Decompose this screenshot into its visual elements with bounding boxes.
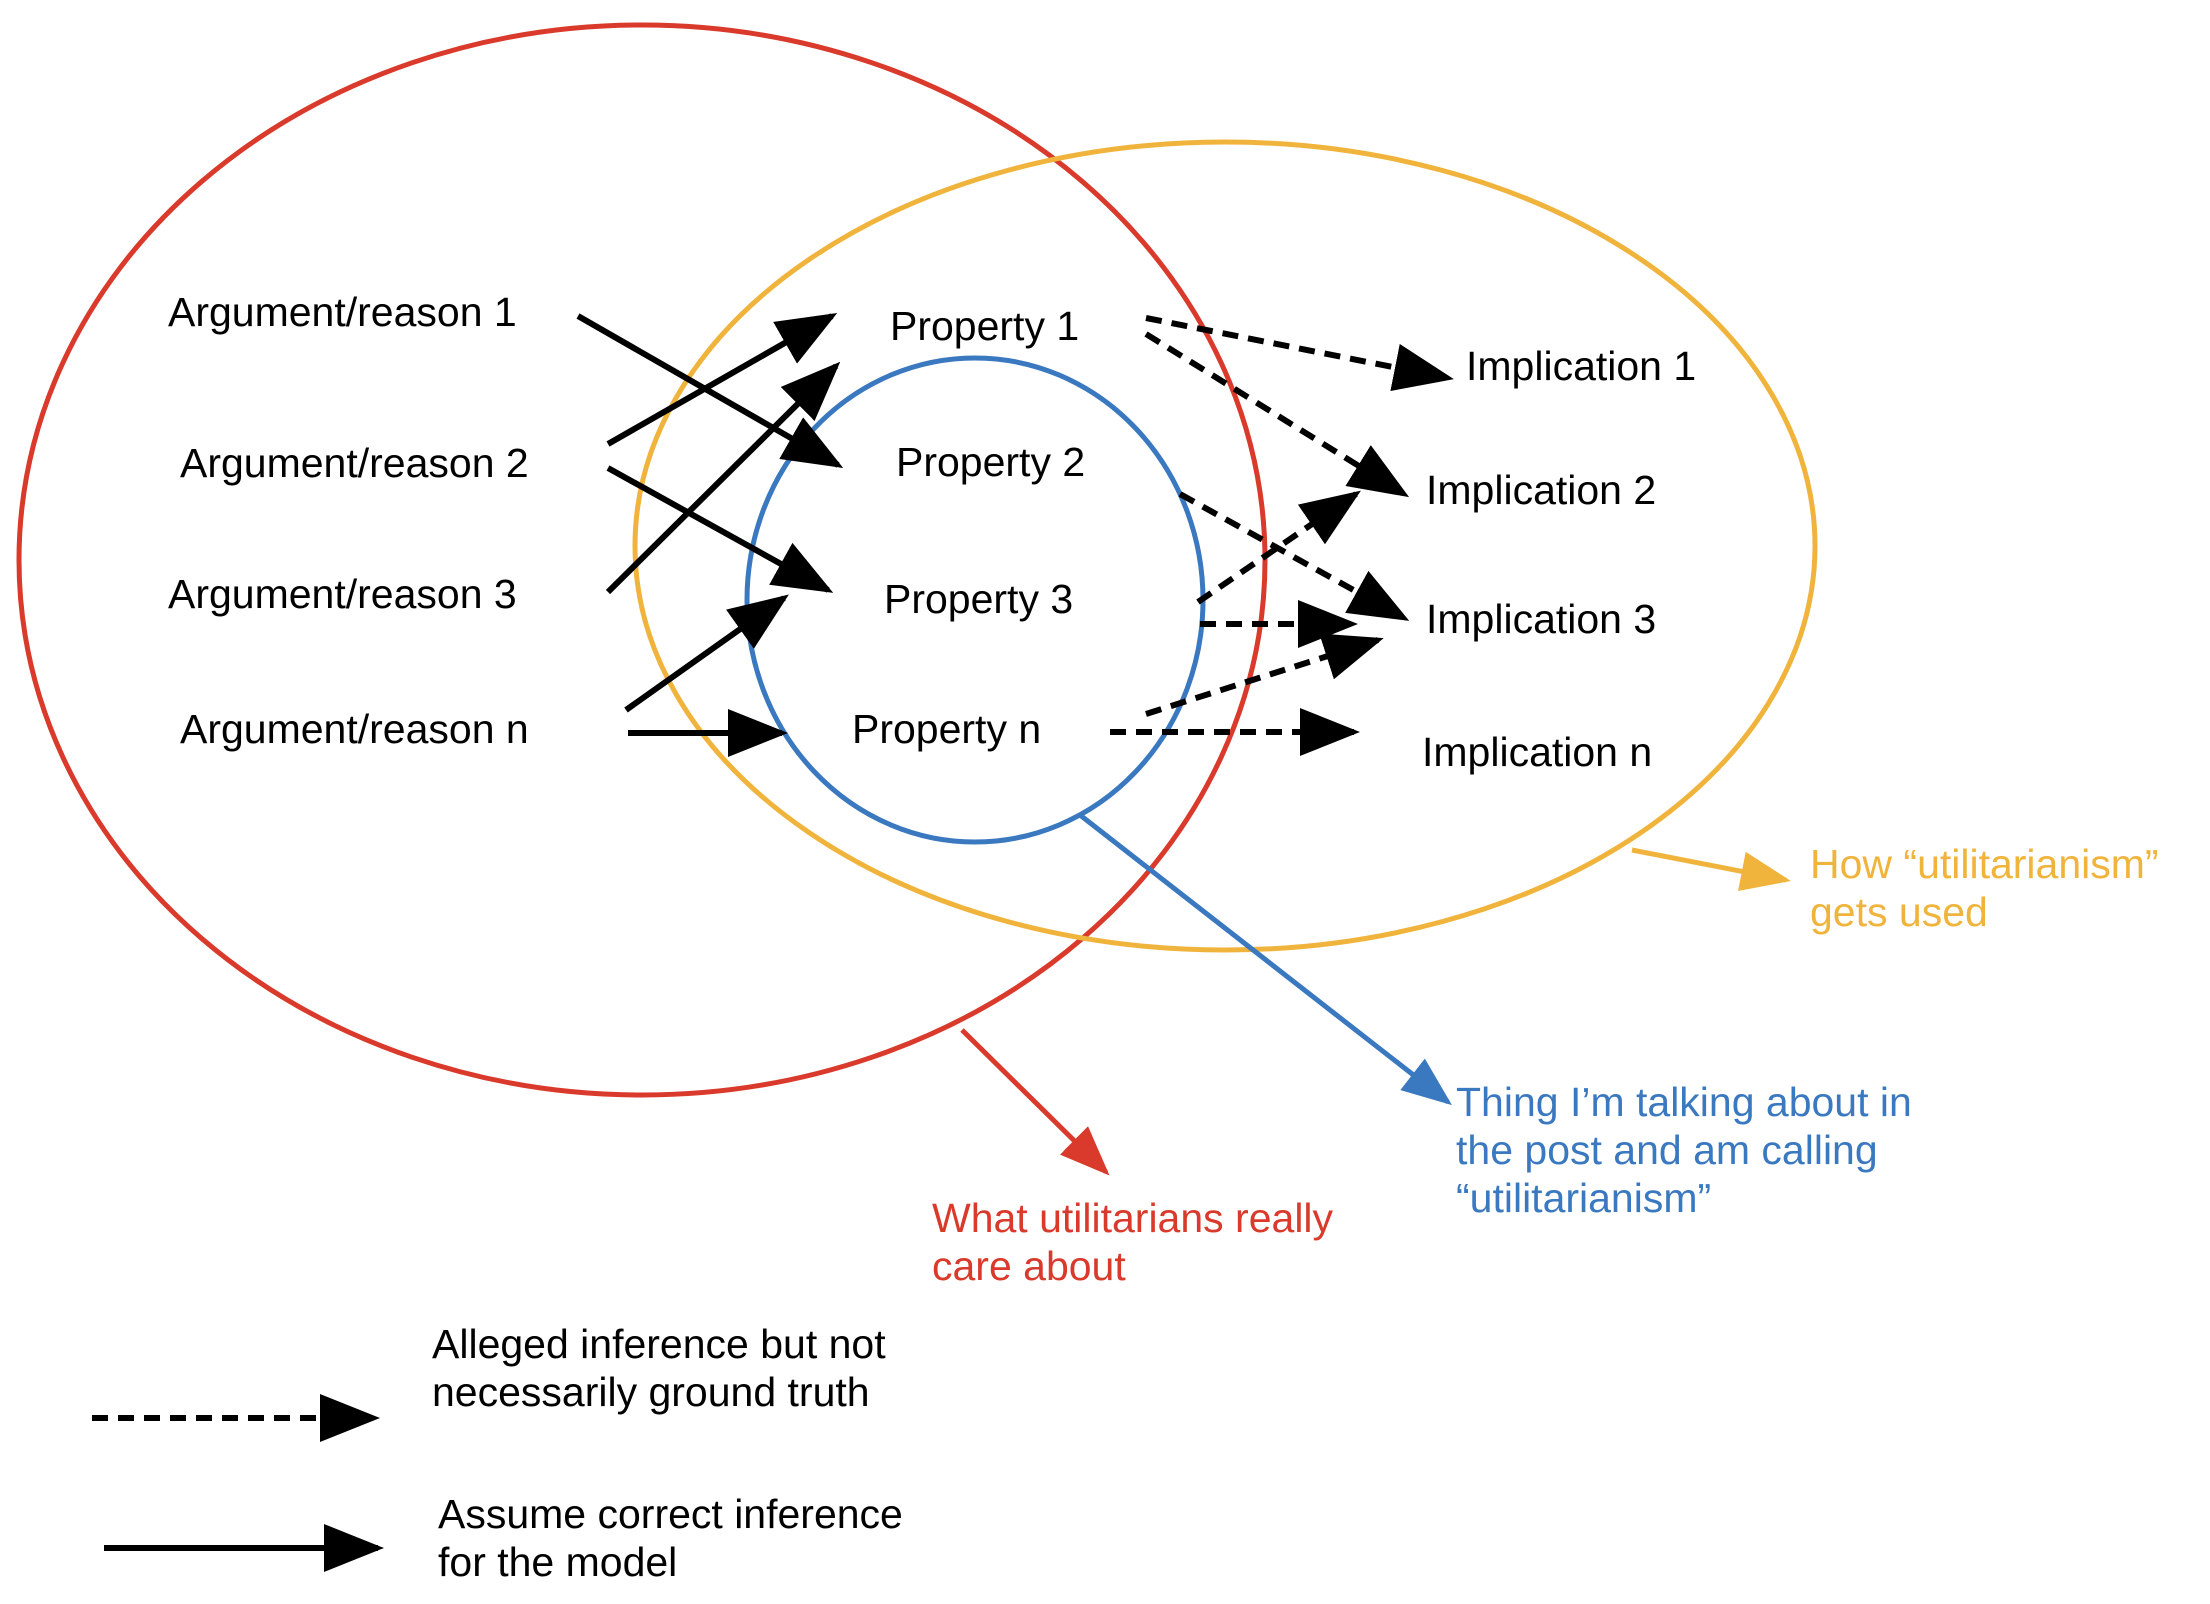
legend-solid-label: for the model [438,1539,677,1585]
arguments: Argument/reason 1 Argument/reason 2 Argu… [168,289,529,752]
yellow-ellipse [632,139,1818,953]
arrow-arg3-prop1 [605,361,841,595]
argument-label: Argument/reason 2 [180,440,529,486]
blue-annotation-line: Thing I’m talking about in [1456,1079,1912,1125]
arrow-prop1-impl1 [1145,315,1454,392]
arrow-prop3-impl2 [1196,490,1361,605]
argument-label: Argument/reason n [180,706,529,752]
property-label: Property 3 [884,576,1073,622]
implication-label: Implication 1 [1466,343,1696,389]
arrow-argn-prop3 [624,594,789,713]
argument-label: Argument/reason 1 [168,289,517,335]
arrow-arg2-prop3 [606,465,834,593]
blue-callout-arrow [1078,813,1452,1106]
yellow-annotation-line: gets used [1810,889,1988,935]
red-annotation-line: What utilitarians really [932,1195,1334,1241]
solid-arrows [576,313,844,757]
arrow-arg2-prop1 [606,313,838,447]
blue-annotation-line: “utilitarianism” [1456,1175,1711,1221]
legend: Alleged inference but not necessarily gr… [92,1321,903,1585]
arrow-arg1-prop2 [576,313,844,468]
blue-annotation-line: the post and am calling [1456,1127,1878,1173]
yellow-annotation: How “utilitarianism” gets used [1810,841,2159,935]
implication-label: Implication n [1422,729,1652,775]
implication-label: Implication 3 [1426,596,1656,642]
arrow-prop1-impl2 [1144,331,1410,498]
implications: Implication 1 Implication 2 Implication … [1422,343,1696,775]
property-label: Property 2 [896,439,1085,485]
arrow-prop2-impl3 [1178,491,1410,621]
legend-solid-label: Assume correct inference [438,1491,903,1537]
property-label: Property n [852,706,1041,752]
implication-label: Implication 2 [1426,467,1656,513]
legend-dashed-label: Alleged inference but not [432,1321,886,1367]
red-annotation: What utilitarians really care about [932,1195,1334,1289]
property-label: Property 1 [890,303,1079,349]
red-annotation-line: care about [932,1243,1126,1289]
yellow-annotation-line: How “utilitarianism” [1810,841,2159,887]
arrow-propn-impl3 [1145,633,1384,717]
red-ellipse [16,22,1268,1098]
yellow-callout-arrow [1631,847,1791,892]
argument-label: Argument/reason 3 [168,571,517,617]
red-callout-arrow [960,1028,1110,1176]
dashed-arrows [1110,315,1454,756]
blue-annotation: Thing I’m talking about in the post and … [1456,1079,1912,1221]
properties: Property 1 Property 2 Property 3 Propert… [852,303,1085,752]
legend-dashed-label: necessarily ground truth [432,1369,870,1415]
